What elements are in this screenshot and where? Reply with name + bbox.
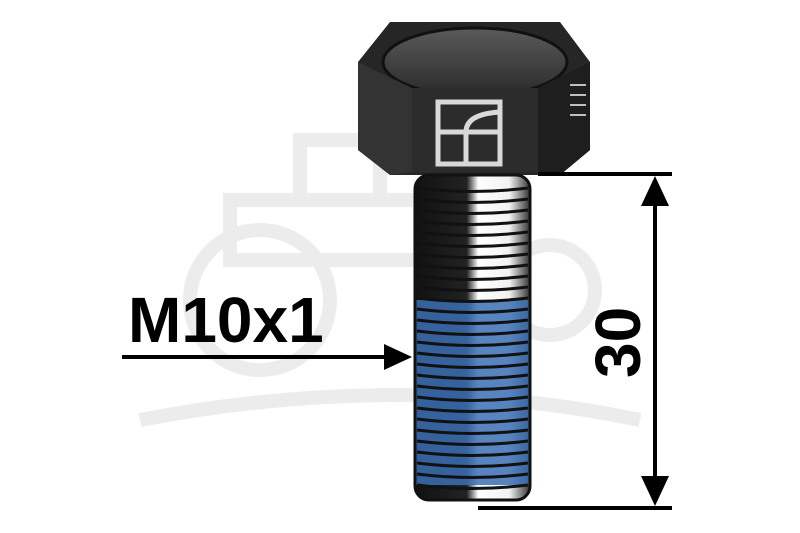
thread-ridge: [416, 219, 529, 226]
thread-ridge: [416, 439, 529, 446]
thread-ridge: [416, 450, 529, 457]
thread-ridge: [416, 384, 529, 391]
dimension-arrow-down-icon: [641, 476, 669, 506]
thread-lines: [416, 186, 529, 490]
thread-arrowhead-icon: [384, 344, 412, 370]
thread-label: M10x1: [128, 284, 324, 356]
thread-ridge: [416, 472, 529, 479]
thread-ridge: [416, 318, 529, 325]
thread-ridge: [416, 197, 529, 204]
thread-ridge: [416, 252, 529, 259]
thread-ridge: [416, 417, 529, 424]
thread-ridge: [416, 285, 529, 292]
bolt-shank: [413, 173, 532, 502]
thread-ridge: [416, 296, 529, 303]
thread-ridge: [416, 208, 529, 215]
thread-ridge: [416, 373, 529, 380]
thread-ridge: [416, 241, 529, 248]
bolt-head: [358, 22, 590, 175]
thread-ridge: [416, 461, 529, 468]
thread-ridge: [416, 362, 529, 369]
thread-ridge: [416, 186, 529, 193]
thread-ridge: [416, 307, 529, 314]
length-label: 30: [582, 307, 654, 378]
thread-ridge: [416, 395, 529, 402]
thread-ridge: [416, 483, 529, 490]
thread-ridge: [416, 351, 529, 358]
thread-ridge: [416, 230, 529, 237]
manufacturer-logo-icon: [435, 99, 503, 167]
thread-ridge: [416, 428, 529, 435]
thread-ridge: [416, 274, 529, 281]
tractor-watermark-icon: [138, 133, 642, 427]
thread-ridge: [416, 263, 529, 270]
thread-ridge: [416, 406, 529, 413]
length-dimension: 30: [478, 172, 672, 510]
thread-callout: M10x1: [122, 284, 412, 370]
thread-lock-patch: [415, 300, 530, 485]
thread-ridge: [416, 329, 529, 336]
dimension-arrow-up-icon: [641, 176, 669, 206]
thread-ridge: [416, 340, 529, 347]
